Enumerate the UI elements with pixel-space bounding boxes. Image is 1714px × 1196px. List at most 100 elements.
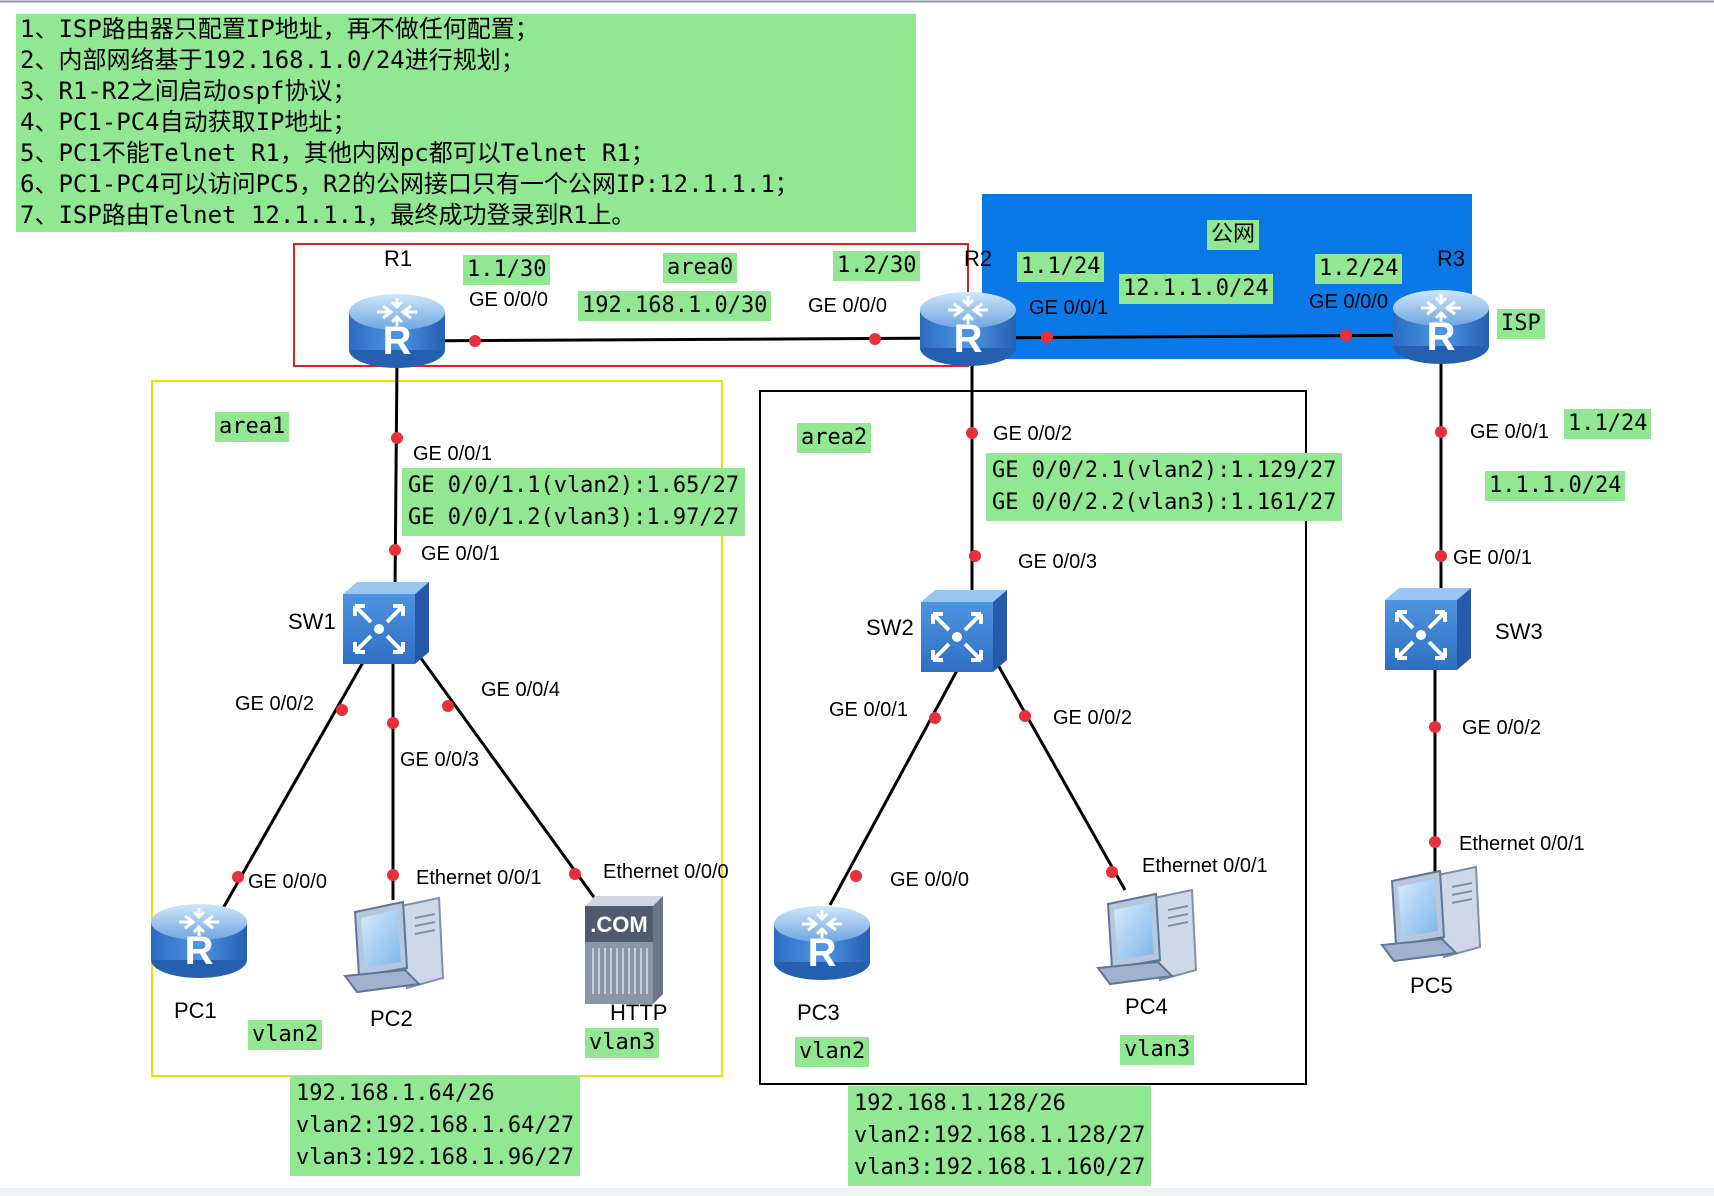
r3-ge001-label: GE 0/0/1	[1470, 421, 1549, 443]
summary-line: vlan2:192.168.1.64/27	[296, 1113, 575, 1138]
note-line: 6、PC1-PC4可以访问PC5，R2的公网接口只有一个公网IP:12.1.1.…	[20, 170, 799, 198]
port-dot	[1435, 550, 1447, 562]
r3-public-ip-tag: 1.2/24	[1315, 254, 1403, 284]
port-dot	[966, 427, 978, 439]
sw1-ge003-label: GE 0/0/3	[400, 749, 479, 771]
note-line: 2、内部网络基于192.168.1.0/24进行规划；	[20, 46, 525, 74]
area1-subif-2: GE 0/0/1.2(vlan3):1.97/27	[408, 505, 740, 530]
http-vlan-tag: vlan3	[585, 1028, 660, 1058]
r1-ge000-label: GE 0/0/0	[469, 289, 548, 311]
r2-area0-ip-tag: 1.2/30	[833, 251, 921, 281]
note-line: 7、ISP路由Telnet 12.1.1.1，最终成功登录到R1上。	[20, 201, 636, 229]
sw1-name: SW1	[288, 609, 336, 634]
port-dot	[1106, 866, 1118, 878]
port-dot	[387, 717, 399, 729]
link-sw1-http	[413, 649, 598, 901]
pc2-eth-label: Ethernet 0/0/1	[416, 867, 542, 889]
area0-label: area0	[663, 253, 738, 283]
http-eth-label: Ethernet 0/0/0	[603, 861, 729, 883]
sw3-ge001-label: GE 0/0/1	[1453, 547, 1532, 569]
pc1-name: PC1	[174, 998, 217, 1023]
pc1-ge000-label: GE 0/0/0	[248, 871, 327, 893]
link-r1-r2	[399, 336, 971, 343]
link-sw2-pc4	[996, 664, 1127, 891]
pc4-name: PC4	[1125, 994, 1168, 1019]
port-dot	[969, 550, 981, 562]
r3-ge000-label: GE 0/0/0	[1309, 291, 1388, 313]
port-dot	[1019, 710, 1031, 722]
switch-sw1-icon[interactable]	[341, 580, 431, 666]
port-dot	[232, 871, 244, 883]
r2-ge000-label: GE 0/0/0	[808, 295, 887, 317]
port-dot	[569, 868, 581, 880]
public-subnet-tag: 12.1.1.0/24	[1119, 274, 1273, 304]
note-line: 3、R1-R2之间启动ospf协议；	[20, 77, 357, 105]
router-r1-icon[interactable]	[347, 292, 447, 370]
sw1-ge004-label: GE 0/0/4	[481, 679, 560, 701]
switch-sw2-icon[interactable]	[919, 588, 1009, 674]
port-dot	[469, 335, 481, 347]
port-dot	[1041, 331, 1053, 343]
pc5-icon[interactable]	[1381, 866, 1481, 962]
link-sw1-pc1	[220, 649, 372, 911]
sw1-ge001-label: GE 0/0/1	[421, 543, 500, 565]
pc3-vlan-tag: vlan2	[795, 1037, 870, 1067]
switch-sw3-icon[interactable]	[1383, 586, 1473, 672]
sw1-ge002-label: GE 0/0/2	[235, 693, 314, 715]
area2-subif-2: GE 0/0/2.2(vlan3):1.161/27	[992, 490, 1337, 515]
sw3-name: SW3	[1495, 619, 1543, 644]
r3-name: R3	[1437, 246, 1466, 271]
router-pc1-icon[interactable]	[149, 902, 249, 980]
link-sw2-pc3	[828, 664, 962, 906]
requirements-notes: 1、ISP路由器只配置IP地址，再不做任何配置； 2、内部网络基于192.168…	[16, 14, 916, 232]
area1-subif-1: GE 0/0/1.1(vlan2):1.65/27	[408, 473, 740, 498]
pc5-name: PC5	[1410, 973, 1453, 998]
isp-tag: ISP	[1497, 309, 1545, 339]
area2-subif-1: GE 0/0/2.1(vlan2):1.129/27	[992, 458, 1337, 483]
r2-ge002-label: GE 0/0/2	[993, 423, 1072, 445]
summary-line: vlan3:192.168.1.160/27	[854, 1155, 1146, 1180]
sw2-name: SW2	[866, 615, 914, 640]
area2-summary: 192.168.1.128/26 vlan2:192.168.1.128/27 …	[848, 1086, 1152, 1186]
port-dot	[929, 712, 941, 724]
router-r2-icon[interactable]	[918, 290, 1018, 368]
router-r3-icon[interactable]	[1391, 288, 1491, 366]
summary-line: 192.168.1.64/26	[296, 1081, 495, 1106]
area1-summary: 192.168.1.64/26 vlan2:192.168.1.64/27 vl…	[290, 1076, 581, 1176]
r2-public-ip-tag: 1.1/24	[1017, 252, 1105, 282]
pc2-icon[interactable]	[344, 897, 444, 993]
pc1-vlan-tag: vlan2	[248, 1020, 323, 1050]
r2-ge001-label: GE 0/0/1	[1029, 297, 1108, 319]
router-pc3-icon[interactable]	[772, 904, 872, 982]
port-dot	[336, 704, 348, 716]
sw3-ge002-label: GE 0/0/2	[1462, 717, 1541, 739]
area0-subnet-tag: 192.168.1.0/30	[578, 291, 772, 321]
port-dot	[1340, 329, 1352, 341]
port-dot	[850, 870, 862, 882]
summary-line: vlan2:192.168.1.128/27	[854, 1123, 1146, 1148]
summary-line: 192.168.1.128/26	[854, 1091, 1066, 1116]
http-server-icon[interactable]	[584, 895, 664, 1005]
pc4-icon[interactable]	[1097, 889, 1197, 985]
port-dot	[1429, 836, 1441, 848]
pc4-vlan-tag: vlan3	[1120, 1035, 1195, 1065]
http-name: HTTP	[610, 1000, 668, 1025]
r2-name: R2	[964, 246, 993, 271]
port-dot	[389, 544, 401, 556]
pc5-eth-label: Ethernet 0/0/1	[1459, 833, 1585, 855]
note-line: 4、PC1-PC4自动获取IP地址；	[20, 108, 357, 136]
pc3-ge000-label: GE 0/0/0	[890, 869, 969, 891]
sw2-ge001-label: GE 0/0/1	[829, 699, 908, 721]
pc3-name: PC3	[797, 1000, 840, 1025]
r1-ge001-label: GE 0/0/1	[413, 443, 492, 465]
sw2-ge003-label: GE 0/0/3	[1018, 551, 1097, 573]
r1-name: R1	[384, 246, 413, 271]
area2-subinterfaces: GE 0/0/2.1(vlan2):1.129/27 GE 0/0/2.2(vl…	[986, 453, 1343, 521]
port-dot	[387, 869, 399, 881]
r3-isp-ip-tag: 1.1/24	[1564, 409, 1652, 439]
public-network-title: 公网	[1207, 220, 1260, 250]
port-dot	[442, 700, 454, 712]
r1-area0-ip-tag: 1.1/30	[463, 255, 551, 285]
area2-label: area2	[797, 423, 872, 453]
area1-subinterfaces: GE 0/0/1.1(vlan2):1.65/27 GE 0/0/1.2(vla…	[402, 468, 746, 536]
